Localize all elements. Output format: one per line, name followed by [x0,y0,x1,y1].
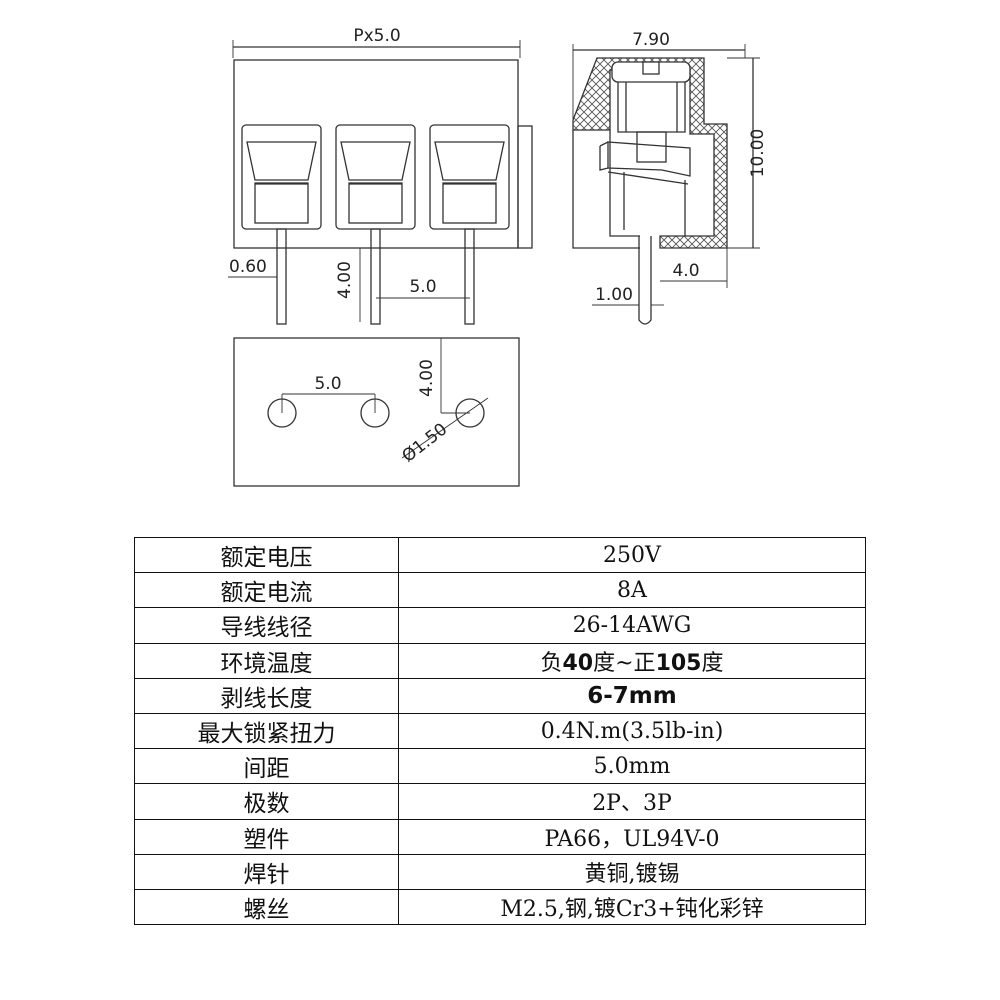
spec-value: 负40度~正105度 [398,642,866,679]
spec-value: 黄铜,镀锡 [398,853,866,890]
side-width-label: 7.90 [632,30,670,50]
solder-pin [370,228,381,325]
pitch-dimension-label: Px5.0 [353,26,400,46]
spec-value: 5.0mm [398,748,866,785]
side-pin-diameter-label: 1.00 [595,285,633,305]
spec-row: 焊针黄铜,镀锡 [134,853,866,890]
spec-key: 螺丝 [134,888,399,926]
spec-row: 环境温度负40度~正105度 [134,642,866,679]
side-height-label: 10.00 [748,129,768,178]
screw-cavity [241,124,322,230]
side-solder-pin [638,236,652,325]
spec-key: 剥线长度 [134,677,399,714]
hole-diameter-label: Ø1.50 [399,419,452,466]
spec-key: 焊针 [134,853,399,890]
spec-key: 塑件 [134,818,399,855]
side-pin-offset-label: 4.0 [672,261,699,281]
spec-value: 0.4N.m(3.5lb-in) [398,712,866,750]
edge-offset-label: 4.00 [417,359,437,397]
spec-key: 额定电压 [134,536,399,574]
spec-value: M2.5,钢,镀Cr3+钝化彩锌 [398,888,866,926]
solder-pin [464,228,475,325]
side-view: 7.90 10.00 4.0 1.00 [572,30,768,325]
spec-value: 6-7mm [398,677,866,714]
spec-value: PA66，UL94V-0 [398,818,866,855]
bottom-view: 5.0 4.00 Ø1.50 [233,337,520,487]
spec-key: 最大锁紧扭力 [134,712,399,750]
side-housing-section [572,57,728,249]
spec-key: 间距 [134,748,399,785]
technical-drawing: Px5.0 0.60 4. [228,26,768,487]
screw-cavity [429,124,510,230]
spec-key: 极数 [134,783,399,820]
spec-key: 环境温度 [134,642,399,679]
solder-pin [276,228,287,325]
pin-width-label: 0.60 [229,257,267,277]
pcb-footprint [233,337,520,487]
spec-value: 250V [398,536,866,574]
pin-spacing-label: 5.0 [409,277,436,297]
front-housing [233,59,519,249]
spec-value: 26-14AWG [398,607,866,644]
pin-length-label: 4.00 [335,261,355,299]
front-view: Px5.0 0.60 4. [228,26,533,325]
spec-value: 8A [398,572,866,609]
spec-key: 导线线径 [134,607,399,644]
spec-value: 2P、3P [398,783,866,820]
hole-spacing-label: 5.0 [314,374,341,394]
screw-cavity [335,124,416,230]
spec-key: 额定电流 [134,572,399,609]
